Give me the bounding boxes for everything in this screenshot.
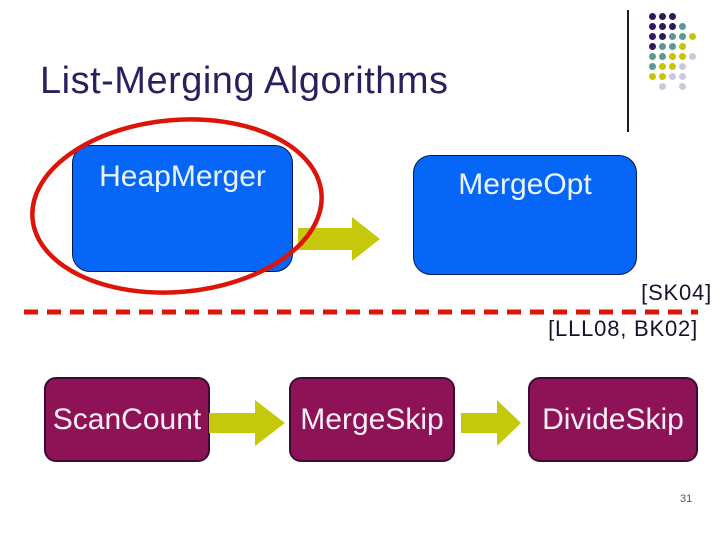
decorative-dot <box>669 53 676 60</box>
box-merge-opt-label: MergeOpt <box>458 168 592 201</box>
arrow-scancount-to-mergeskip-icon <box>209 400 285 446</box>
decorative-dot <box>649 73 656 80</box>
decorative-dot <box>669 13 676 20</box>
red-dashed-divider <box>24 309 698 315</box>
decorative-dot <box>649 13 656 20</box>
decorative-dot <box>649 33 656 40</box>
box-merge-opt: MergeOpt <box>413 155 637 275</box>
decorative-dot <box>679 73 686 80</box>
arrow-mergeskip-to-divideskip-icon <box>461 400 521 446</box>
decorative-dot <box>689 33 696 40</box>
decorative-dot <box>669 23 676 30</box>
decorative-dot <box>679 23 686 30</box>
decorative-dot <box>679 53 686 60</box>
decorative-dot <box>649 53 656 60</box>
decorative-dot <box>659 13 666 20</box>
box-merge-skip-label: MergeSkip <box>300 402 444 436</box>
decorative-dot <box>659 83 666 90</box>
box-heap-merger-label: HeapMerger <box>99 160 266 193</box>
decorative-dot <box>659 43 666 50</box>
decorative-dot <box>679 83 686 90</box>
decorative-dot <box>669 33 676 40</box>
citation-sk04: [SK04] <box>641 280 712 305</box>
slide-title: List-Merging Algorithms <box>40 60 449 102</box>
decorative-dot <box>679 63 686 70</box>
decorative-dot <box>649 23 656 30</box>
decorative-dot <box>669 63 676 70</box>
decorative-vertical-line <box>627 10 629 132</box>
box-scan-count-label: ScanCount <box>52 402 202 436</box>
decorative-dot <box>659 63 666 70</box>
decorative-dot <box>679 33 686 40</box>
decorative-dot <box>659 33 666 40</box>
box-divide-skip: DivideSkip <box>528 377 698 462</box>
decorative-dot-grid <box>649 13 703 97</box>
box-merge-skip: MergeSkip <box>289 377 455 462</box>
citation-lll08-bk02: [LLL08, BK02] <box>548 316 698 341</box>
decorative-dot <box>669 73 676 80</box>
arrow-heap-to-mergeopt-icon <box>298 217 380 261</box>
box-heap-merger: HeapMerger <box>72 145 293 272</box>
decorative-dot <box>679 43 686 50</box>
decorative-dot <box>689 53 696 60</box>
red-emphasis-ellipse <box>30 117 324 295</box>
page-number: 31 <box>680 493 693 505</box>
decorative-dot <box>659 53 666 60</box>
decorative-dot <box>659 23 666 30</box>
decorative-dot <box>649 43 656 50</box>
box-scan-count: ScanCount <box>44 377 210 462</box>
decorative-dot <box>659 73 666 80</box>
box-divide-skip-label: DivideSkip <box>542 402 684 436</box>
decorative-dot <box>669 43 676 50</box>
decorative-dot <box>649 63 656 70</box>
